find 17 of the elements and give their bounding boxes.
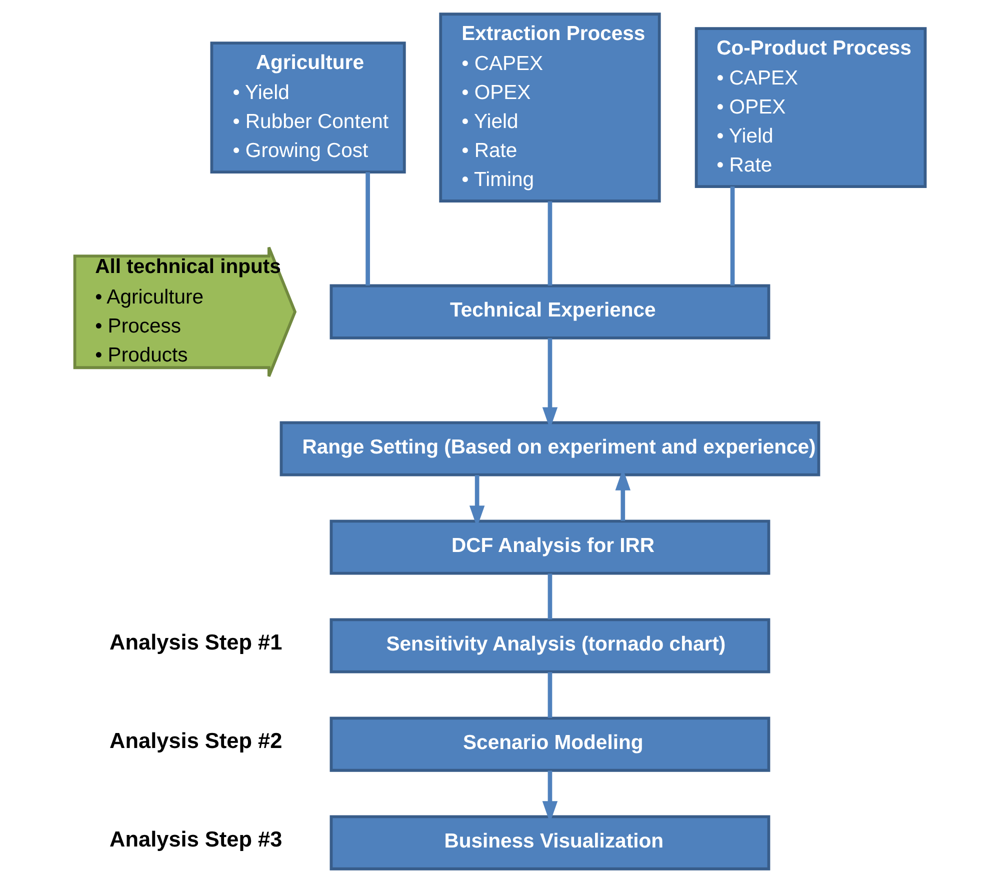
connector	[548, 201, 552, 286]
connector	[548, 672, 552, 718]
node-label: Analysis Step #3	[110, 826, 282, 852]
connector	[548, 574, 552, 620]
node-box: Technical Experience	[330, 284, 770, 340]
node-label: Analysis Step #2	[110, 728, 282, 753]
connector	[730, 186, 735, 286]
node-box: Range Setting (Based on experiment and experience)	[280, 421, 820, 476]
connector	[366, 172, 370, 286]
node-box: DCF Analysis for IRR	[330, 520, 770, 575]
node-label: Analysis Step #1	[110, 629, 282, 654]
node-box: Business Visualization	[330, 815, 770, 870]
node-box: Agriculture • Yield • Rubber Content • Growing Cost	[210, 42, 406, 174]
node-box: Extraction Process • CAPEX • OPEX • Yield • Rate • Timing	[439, 12, 661, 202]
node-box: Scenario Modeling	[330, 716, 770, 772]
node-box: Sensitivity Analysis (tornado chart)	[330, 618, 770, 674]
node-box: Co-Product Process • CAPEX • OPEX • Yield • Rate	[694, 27, 927, 188]
